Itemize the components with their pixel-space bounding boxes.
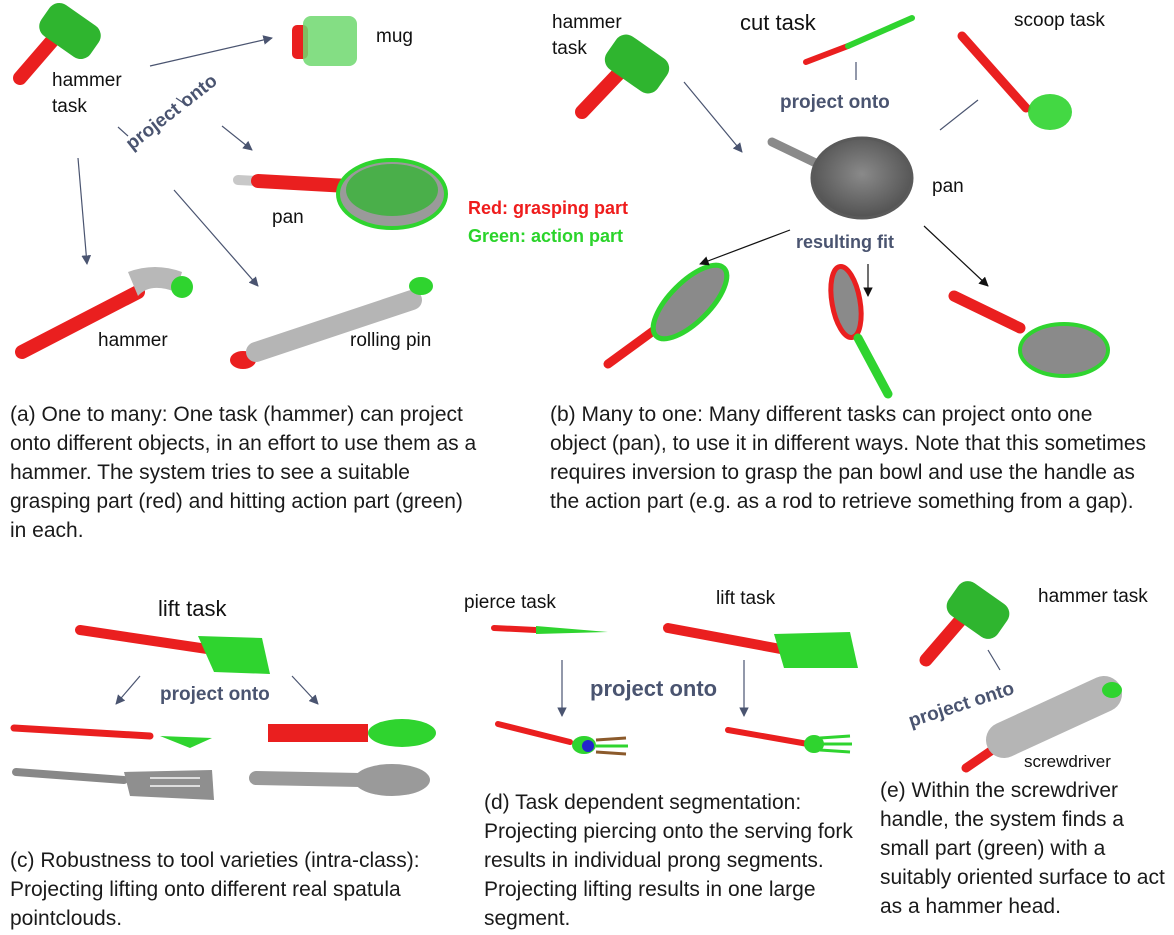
panel-b-scoop-task-label: scoop task (1014, 10, 1105, 32)
mug-model (292, 16, 357, 66)
label-mug: mug (376, 26, 413, 48)
panel-a-task-label: hammer task (52, 68, 122, 120)
rolling-pin-model (230, 277, 433, 369)
resulting-fit-right (954, 296, 1108, 376)
pan-model-a (238, 160, 446, 228)
panel-b-artwork (582, 18, 1108, 394)
spatula-projection-right (268, 719, 436, 747)
resulting-fit-left (608, 254, 738, 364)
panel-e-object-label: screwdriver (1024, 752, 1111, 772)
panel-b-project-label: project onto (780, 92, 890, 114)
spatula-real-left (16, 770, 214, 800)
label-pan-a: pan (272, 207, 304, 229)
panel-c-task-label: lift task (158, 596, 226, 622)
panel-b-pan-label: pan (932, 176, 964, 198)
panel-c-project-label: project onto (160, 684, 270, 706)
legend-red: Red: grasping part (468, 198, 628, 219)
caption-b: (b) Many to one: Many different tasks ca… (550, 400, 1150, 516)
pan-model-b (772, 138, 912, 218)
caption-e: (e) Within the screwdriver handle, the s… (880, 776, 1170, 921)
panel-d-lift-task-label: lift task (716, 588, 775, 610)
panel-b-result-label: resulting fit (796, 232, 894, 253)
panel-a-artwork (20, 0, 446, 369)
hammer-task-model-e (926, 576, 1014, 660)
panel-c-artwork (14, 630, 436, 800)
panel-b-hammer-task-label: hammer task (552, 10, 622, 62)
panel-b-cut-task-label: cut task (740, 10, 816, 36)
legend-green: Green: action part (468, 226, 623, 247)
caption-d: (d) Task dependent segmentation: Project… (484, 788, 854, 933)
lift-task-model-c (80, 630, 270, 674)
pierce-task-model (494, 626, 608, 634)
serving-fork-lift (728, 730, 852, 753)
label-rolling-pin: rolling pin (350, 330, 431, 352)
panel-d-project-label: project onto (590, 676, 717, 702)
panel-d-pierce-task-label: pierce task (464, 592, 556, 614)
caption-c: (c) Robustness to tool varieties (intra-… (10, 846, 430, 933)
spatula-projection-left (14, 728, 212, 748)
panel-e-task-label: hammer task (1038, 586, 1148, 608)
hammer-task-model-a (20, 0, 105, 78)
serving-fork-pierce (498, 724, 628, 754)
scoop-task-model (962, 36, 1072, 130)
resulting-fit-middle (826, 264, 888, 394)
label-hammer: hammer (98, 330, 168, 352)
cut-task-model (806, 18, 912, 62)
spatula-real-right (256, 764, 430, 796)
lift-task-model-d (668, 628, 858, 668)
caption-a: (a) One to many: One task (hammer) can p… (10, 400, 482, 545)
